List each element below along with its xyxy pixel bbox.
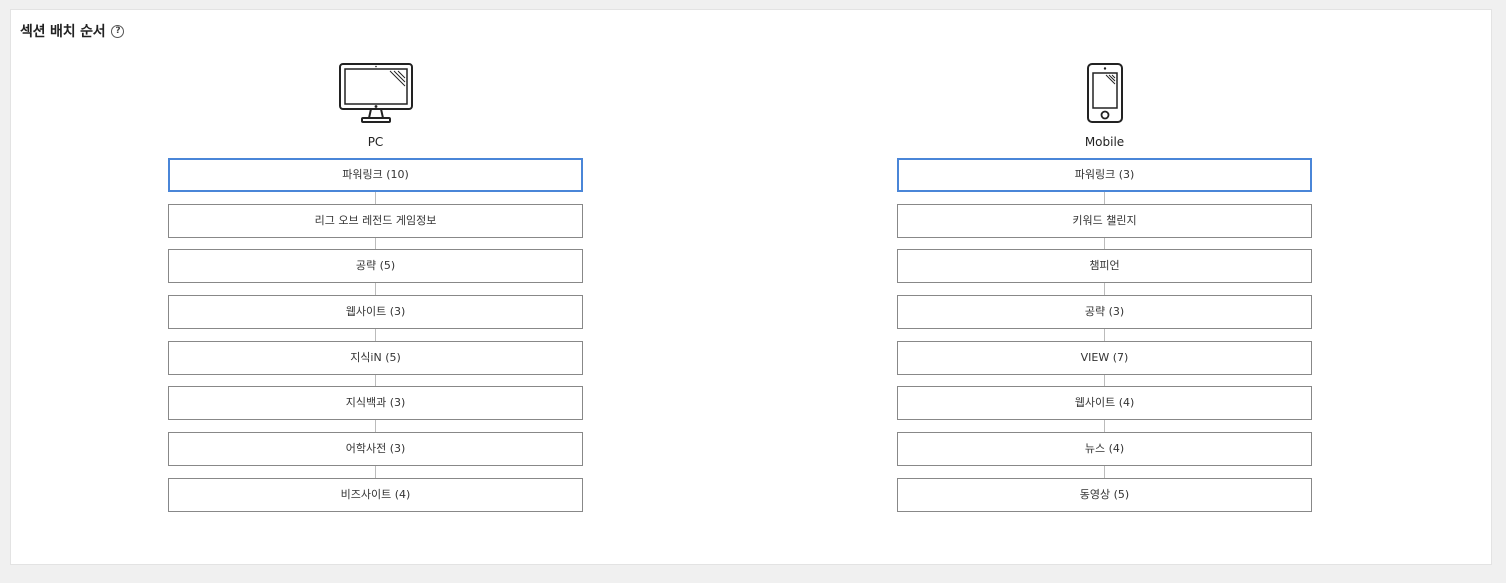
- mobile-section-item[interactable]: VIEW (7): [897, 340, 1312, 375]
- pc-section-item[interactable]: 웹사이트 (3): [168, 295, 583, 330]
- mobile-section-item[interactable]: 공략 (3): [897, 295, 1312, 330]
- pc-section-item[interactable]: 비즈사이트 (4): [168, 477, 583, 512]
- pc-list-connector: [375, 178, 376, 492]
- pc-section-item[interactable]: 지식백과 (3): [168, 386, 583, 421]
- pc-section-item[interactable]: 공략 (5): [168, 249, 583, 284]
- mobile-section-item[interactable]: 웹사이트 (4): [897, 386, 1312, 421]
- mobile-label: Mobile: [1084, 135, 1125, 149]
- mobile-list-connector: [1104, 178, 1105, 492]
- help-icon[interactable]: ?: [111, 24, 125, 38]
- pc-label: PC: [367, 135, 384, 149]
- pc-section-item[interactable]: 지식iN (5): [168, 340, 583, 375]
- smartphone-icon: [1086, 63, 1123, 123]
- mobile-section-item[interactable]: 동영상 (5): [897, 477, 1312, 512]
- desktop-monitor-icon: [338, 63, 413, 123]
- section-order-panel: 섹션 배치 순서 ?: [10, 9, 1492, 565]
- panel-header: 섹션 배치 순서 ?: [20, 21, 125, 41]
- panel-title: 섹션 배치 순서: [20, 24, 106, 40]
- mobile-section-item[interactable]: 챔피언: [897, 249, 1312, 284]
- pc-section-item[interactable]: 리그 오브 레전드 게임정보: [168, 203, 583, 238]
- mobile-section-item[interactable]: 키워드 챌린지: [897, 203, 1312, 238]
- pc-section-item[interactable]: 어학사전 (3): [168, 432, 583, 467]
- pc-section-item[interactable]: 파워링크 (10): [168, 158, 583, 192]
- mobile-section-item[interactable]: 뉴스 (4): [897, 432, 1312, 467]
- mobile-section-item[interactable]: 파워링크 (3): [897, 158, 1312, 192]
